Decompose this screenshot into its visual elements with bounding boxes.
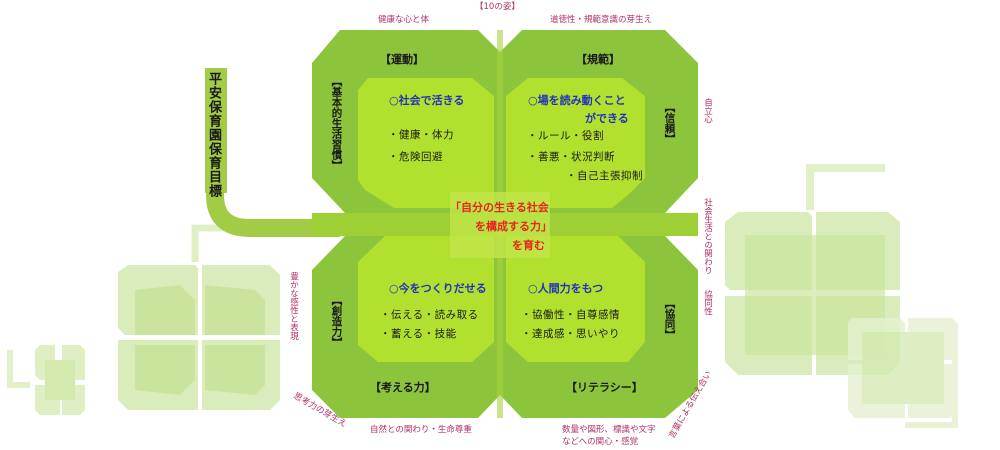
- item-tl-1: ・健康・体力: [388, 129, 454, 141]
- label-cooperation: 協同性: [702, 290, 713, 316]
- center-message-1: 「自分の生きる社会: [450, 201, 549, 214]
- side-kihonteki-seikatsu: 【基本的生活習慣】: [330, 76, 343, 171]
- item-bl-2: ・蓄える・技能: [380, 328, 457, 340]
- label-expression: 豊かな感性と表現: [288, 272, 299, 340]
- item-tr-1: ・ルール・役割: [527, 130, 604, 142]
- main-title-box: [205, 68, 227, 193]
- goal-ningen: ○人間力をもつ: [528, 282, 604, 295]
- goal-ba-1: ○場を読み動くこと: [528, 94, 626, 107]
- leaf-bottom-left-inner: [358, 236, 494, 362]
- item-tl-2: ・危険回避: [388, 151, 443, 163]
- item-tr-2: ・善悪・状況判断: [527, 151, 615, 163]
- heading-undou: 【運動】: [380, 53, 424, 66]
- side-kyoudou: 【協同】: [663, 298, 676, 340]
- medium-clover-left: [118, 224, 280, 410]
- leaf-top-left-inner: [358, 78, 494, 208]
- side-souzouryoku: 【創造力】: [330, 295, 343, 348]
- goal-shakai: ○社会で活きる: [389, 94, 465, 107]
- header-label: 【10の姿】: [475, 2, 520, 12]
- center-message-2: を構成する力」: [475, 220, 552, 233]
- background-clovers: [7, 164, 958, 428]
- goal-ima: ○今をつくりだせる: [389, 282, 487, 295]
- label-health: 健康な心と体: [378, 15, 430, 25]
- label-numbers-2: などへの関心・感覚: [562, 437, 639, 447]
- main-clover: [206, 30, 698, 418]
- heading-kihan: 【規範】: [576, 53, 620, 66]
- goal-ba-2: ができる: [585, 112, 629, 125]
- small-clover-left: [7, 345, 85, 415]
- item-bl-1: ・伝える・読み取る: [380, 309, 479, 321]
- label-nature: 自然との関わり・生命尊重: [370, 425, 472, 435]
- label-independence: 自立心: [702, 98, 713, 124]
- side-shinrai: 【信頼】: [663, 102, 676, 144]
- leaf-bottom-right-inner: [506, 236, 645, 362]
- leaf-top-right-inner: [506, 78, 645, 208]
- heading-kangaeru: 【考える力】: [370, 381, 436, 394]
- label-numbers-1: 数量や図形、標識や文字: [562, 425, 656, 435]
- item-tr-3: ・自己主張抑制: [566, 170, 643, 182]
- center-message-3: を育む: [512, 239, 545, 252]
- label-social-life: 社会生活との関わり: [702, 198, 713, 275]
- main-title: 平安保育園保育目標: [206, 72, 221, 198]
- item-br-1: ・協働性・自尊感情: [521, 309, 620, 321]
- item-br-2: ・達成感・思いやり: [521, 328, 620, 340]
- label-morality: 道徳性・規範意識の芽生え: [550, 15, 653, 25]
- small-clover-right: [848, 318, 958, 428]
- heading-literacy: 【リテラシー】: [566, 381, 643, 394]
